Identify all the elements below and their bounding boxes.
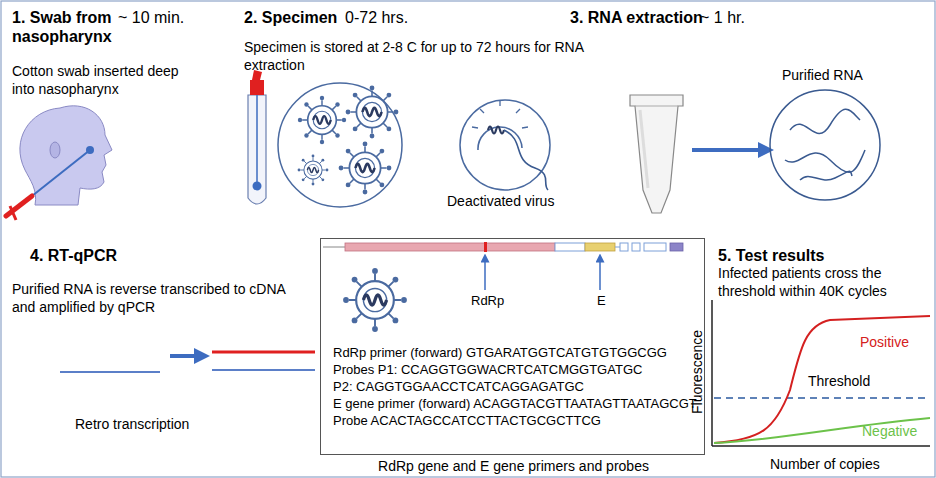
head-illustration bbox=[50, 142, 60, 158]
duration: ~ 10 min. bbox=[118, 8, 184, 27]
process-arrow bbox=[692, 148, 766, 152]
axis-label: Number of copies bbox=[770, 455, 880, 473]
genome-map bbox=[632, 243, 640, 251]
step-heading: 5. Test results bbox=[718, 246, 824, 265]
chart bbox=[714, 397, 930, 399]
eppendorf-tube bbox=[640, 110, 648, 188]
step-description: Infected patients cross the threshold wi… bbox=[718, 264, 933, 300]
genome-map bbox=[345, 243, 555, 251]
step-description: Specimen is stored at 2-8 C for up to 72… bbox=[244, 38, 589, 74]
gene-label: RdRp bbox=[471, 293, 504, 309]
head-illustration bbox=[20, 106, 112, 205]
deactivated-virus bbox=[504, 130, 548, 190]
virus-sample bbox=[339, 142, 392, 195]
chart bbox=[711, 300, 713, 446]
eppendorf-tube bbox=[635, 106, 678, 107]
probe-sequence: Probes P1: CCAGGTGGWACRTCATCMGGTGATGC bbox=[333, 362, 642, 378]
step-heading: 4. RT-qPCR bbox=[30, 246, 117, 265]
chart bbox=[714, 418, 930, 443]
illustration-label: Retro transcription bbox=[75, 415, 189, 433]
step-heading: 2. Specimen bbox=[244, 8, 337, 27]
probe-sequence: P2: CAGGTGGAACCTCATCAGGAGATGC bbox=[333, 379, 584, 395]
head-illustration bbox=[20, 106, 112, 205]
swab bbox=[6, 146, 94, 220]
virus-sample bbox=[278, 83, 402, 207]
deactivated-virus bbox=[472, 100, 528, 128]
purified-rna bbox=[790, 109, 860, 133]
illustration-label: Deactivated virus bbox=[447, 192, 554, 210]
genome-map bbox=[615, 247, 620, 248]
rna-strands bbox=[170, 354, 202, 358]
genome-map bbox=[323, 247, 345, 248]
eppendorf-tube bbox=[630, 95, 683, 213]
genome-map bbox=[323, 242, 683, 332]
genome-map bbox=[644, 243, 666, 251]
chart bbox=[712, 300, 930, 446]
swab bbox=[86, 146, 94, 154]
specimen-tube bbox=[248, 95, 266, 204]
purified-rna bbox=[770, 90, 880, 200]
genome-map bbox=[670, 243, 683, 251]
purified-rna bbox=[770, 90, 880, 200]
series-label: Positive bbox=[860, 333, 909, 351]
purified-rna bbox=[800, 171, 852, 180]
primer-sequence: E gene primer (forward) ACAGGTACGTTAATAG… bbox=[333, 396, 697, 412]
genome-map bbox=[484, 242, 487, 252]
purified-rna bbox=[785, 150, 865, 172]
deactivated-virus bbox=[460, 100, 550, 190]
virus-sample bbox=[346, 86, 399, 139]
deactivated-virus bbox=[488, 127, 504, 134]
step-heading: 1. Swab from nasopharynx bbox=[12, 8, 124, 46]
swab bbox=[6, 196, 32, 216]
swab bbox=[10, 206, 16, 220]
rna-strands bbox=[60, 352, 315, 372]
virus-sample bbox=[298, 155, 329, 186]
specimen-tube bbox=[256, 95, 258, 182]
rna-strands bbox=[212, 369, 315, 371]
step-description: Cotton swab inserted deep into nasophary… bbox=[12, 62, 180, 98]
chart bbox=[712, 445, 930, 447]
primers-box: RdRp E RdRp primer (forward) GTGARATGGTCAT… bbox=[320, 238, 705, 455]
genome-map bbox=[599, 258, 601, 290]
eppendorf-tube bbox=[630, 95, 683, 213]
genome-map bbox=[620, 243, 628, 251]
virus-sample bbox=[278, 83, 402, 207]
probe-sequence: Probe ACACTAGCCATCCTTACTGCGCTTCG bbox=[333, 413, 601, 429]
duration: 0-72 hrs. bbox=[345, 8, 408, 27]
virus-sample bbox=[298, 96, 346, 144]
primer-sequence: RdRp primer (forward) GTGARATGGTCATGTGTG… bbox=[333, 345, 667, 361]
deactivated-virus bbox=[478, 127, 522, 150]
gene-label: E bbox=[597, 293, 606, 309]
rna-strands bbox=[212, 351, 315, 354]
chart bbox=[714, 316, 930, 443]
genome-map bbox=[484, 258, 486, 290]
threshold-label: Threshold bbox=[808, 372, 870, 390]
rna-strands bbox=[60, 371, 160, 373]
specimen-tube bbox=[248, 70, 266, 204]
specimen-tube bbox=[250, 80, 264, 95]
series-label: Negative bbox=[862, 422, 917, 440]
genome-map bbox=[343, 268, 407, 332]
genome-map bbox=[555, 243, 585, 251]
illustration-label: Purified RNA bbox=[782, 66, 863, 84]
specimen-tube bbox=[253, 182, 262, 191]
box-caption: RdRp gene and E gene primers and probes bbox=[321, 458, 706, 474]
deactivated-virus bbox=[460, 100, 550, 190]
step-heading: 3. RNA extraction bbox=[570, 8, 703, 27]
step-description: Purified RNA is reverse transcribed to c… bbox=[12, 280, 312, 316]
swab bbox=[32, 150, 90, 196]
duration: ~ 1 hr. bbox=[700, 8, 745, 27]
genome-map bbox=[585, 243, 615, 251]
